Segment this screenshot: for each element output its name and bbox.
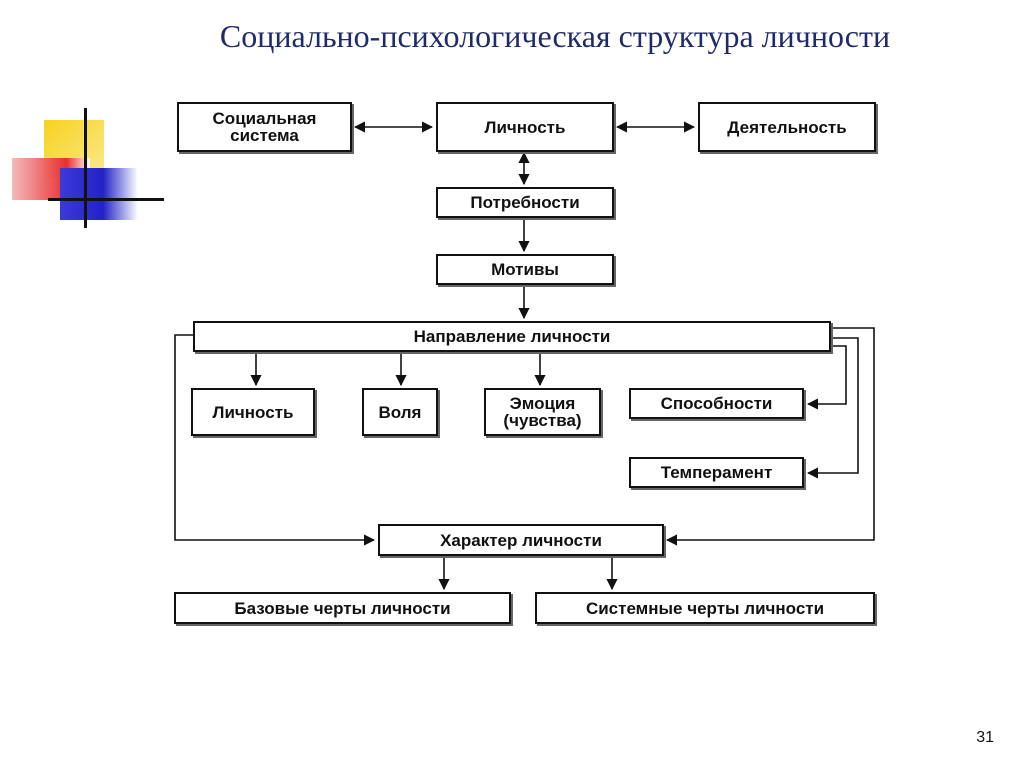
node-abilities: Способности	[629, 388, 804, 419]
arrow-direction-character-right	[665, 327, 875, 546]
node-emotion: Эмоция (чувства)	[484, 388, 601, 436]
node-social-system: Социальная система	[177, 102, 352, 152]
node-direction: Направление личности	[193, 321, 831, 352]
node-activity: Деятельность	[698, 102, 876, 152]
decorative-squares-logo	[0, 0, 180, 240]
arrow-direction-character-left	[174, 334, 376, 546]
node-character: Характер личности	[378, 524, 664, 556]
node-temperament: Темперамент	[629, 457, 804, 488]
page-number: 31	[976, 729, 994, 746]
node-system-traits: Системные черты личности	[535, 592, 875, 624]
node-personality: Личность	[191, 388, 315, 436]
arrow-direction-temperament	[806, 337, 859, 479]
node-motives: Мотивы	[436, 254, 614, 285]
node-will: Воля	[362, 388, 438, 436]
slide-title: Социально-психологическая структура личн…	[219, 18, 891, 54]
arrow-direction-abilities	[806, 345, 847, 410]
node-personality-top: Личность	[436, 102, 614, 152]
node-basic-traits: Базовые черты личности	[174, 592, 511, 624]
node-needs: Потребности	[436, 187, 614, 218]
